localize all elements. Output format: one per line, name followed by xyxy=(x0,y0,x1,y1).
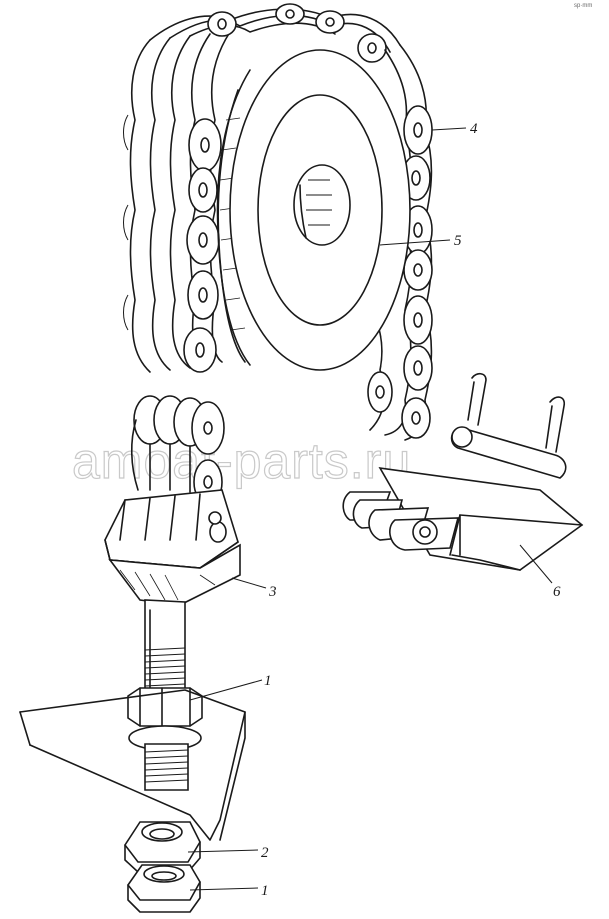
callout-chain: 4 xyxy=(470,121,478,137)
chain-left-column xyxy=(123,31,231,373)
watermark-text: amoat-parts.ru xyxy=(72,433,411,489)
callout-washer-nut: 2 xyxy=(261,845,269,861)
lower-nut-1 xyxy=(127,864,201,913)
callout-nut-upper: 1 xyxy=(264,673,272,689)
bracket-fork xyxy=(104,489,241,606)
callout-plate: 6 xyxy=(553,584,561,600)
threaded-rod xyxy=(127,599,203,791)
callout-sprocket: 5 xyxy=(454,233,462,249)
lower-nut-2 xyxy=(124,821,201,873)
chain-top-arc xyxy=(149,3,401,63)
callout-bracket: 3 xyxy=(268,584,277,600)
frame-plate xyxy=(19,689,246,841)
sprocket-disc xyxy=(216,49,411,371)
leader-lines xyxy=(187,127,553,891)
corner-mark: sp·mm xyxy=(574,3,592,9)
chain-fragment xyxy=(130,395,225,505)
pin-with-cotters xyxy=(450,372,567,479)
callout-nut-lower: 1 xyxy=(261,883,269,899)
plate-assembly xyxy=(342,466,584,571)
